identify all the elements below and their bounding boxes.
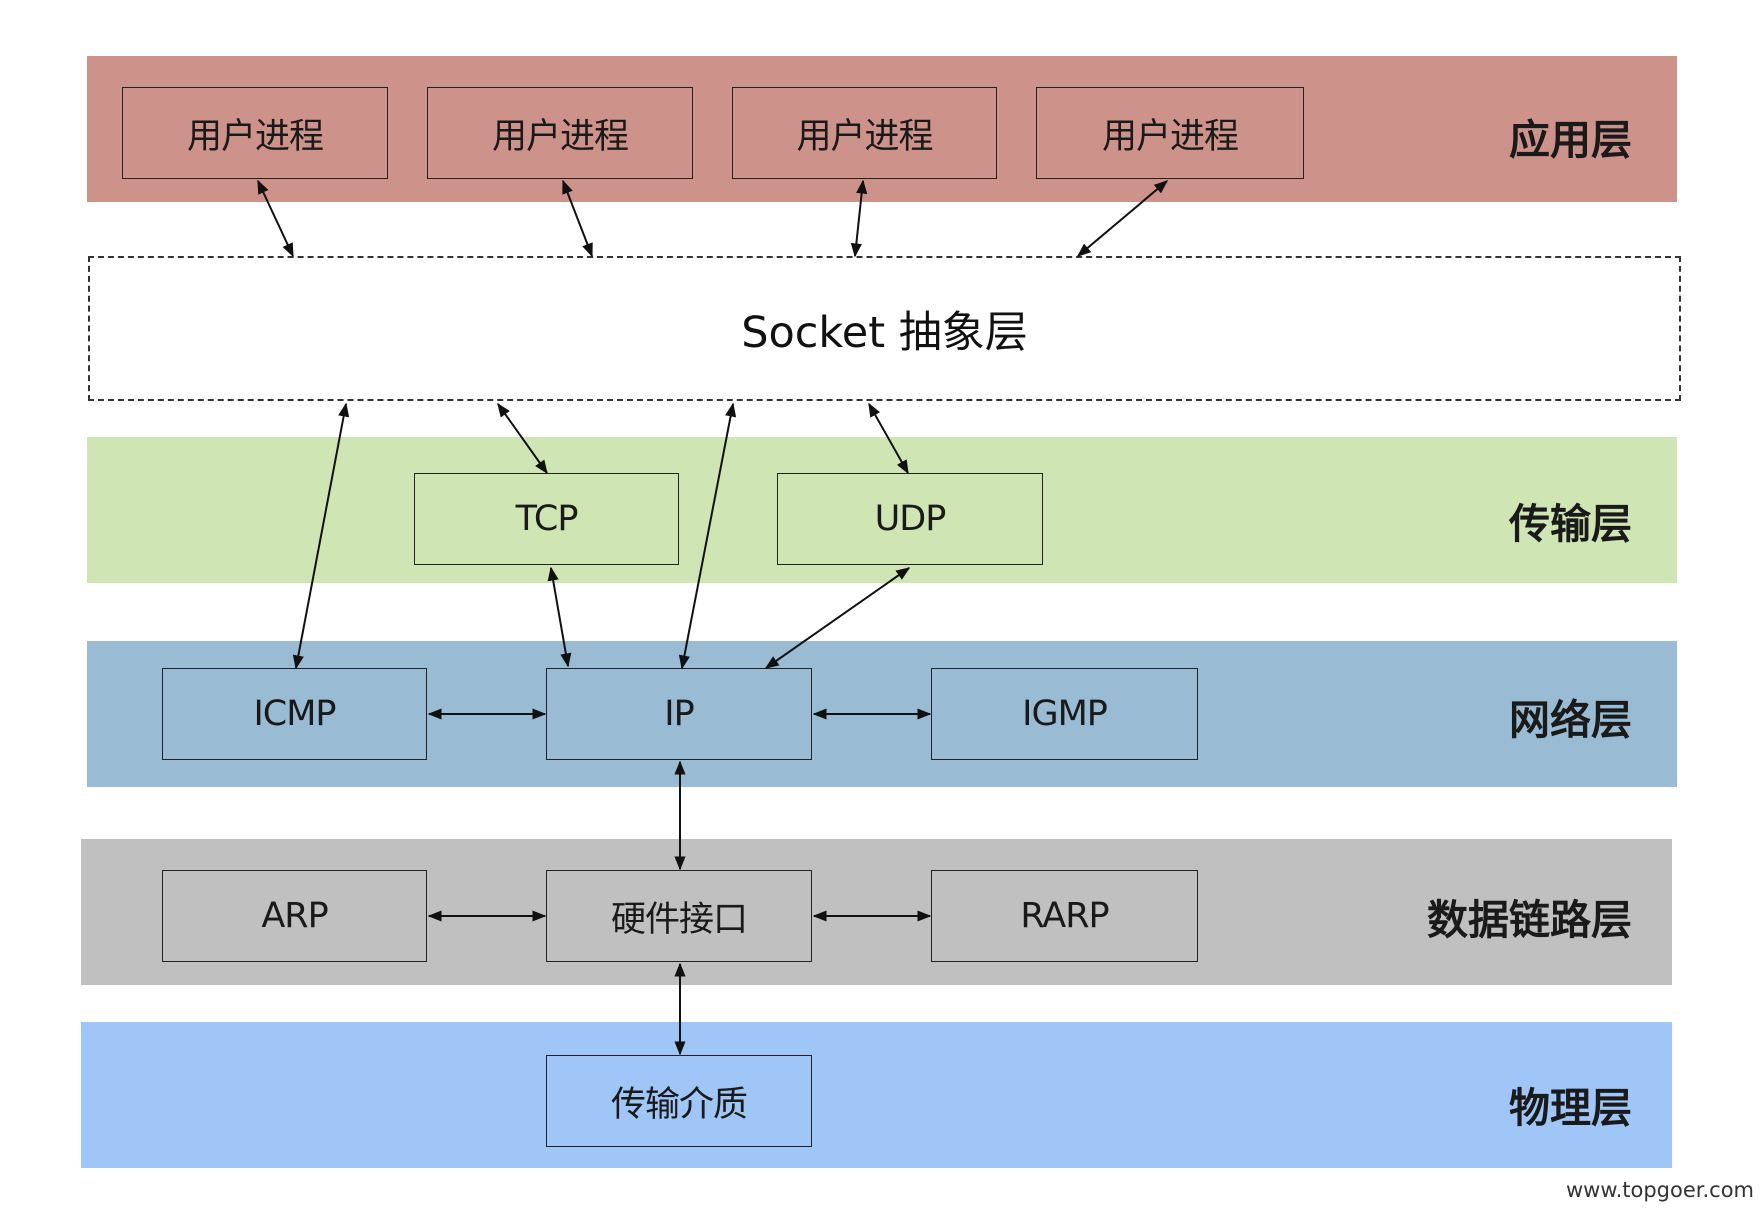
socket-layer-box: Socket 抽象层 [88, 256, 1681, 401]
watermark-text: www.topgoer.com [1565, 1178, 1754, 1202]
application-layer-band [87, 56, 1677, 202]
user-process-box-4: 用户进程 [1036, 87, 1304, 179]
physical-layer-band [81, 1022, 1672, 1168]
arrow-socket-tcp [497, 402, 548, 475]
arp-box: ARP [162, 870, 427, 962]
transport-layer-label: 传输层 [1509, 500, 1632, 548]
transmission-medium-box: 传输介质 [546, 1055, 812, 1147]
datalink-layer-label: 数据链路层 [1427, 896, 1632, 944]
application-layer-label: 应用层 [1509, 116, 1632, 164]
udp-box: UDP [777, 473, 1043, 565]
arrow-process4-socket [1076, 180, 1169, 257]
arrow-socket-ip [678, 402, 737, 670]
physical-layer-label: 物理层 [1509, 1084, 1632, 1132]
network-layer-label: 网络层 [1509, 696, 1632, 744]
arrow-socket-udp [868, 402, 909, 475]
user-process-box-3: 用户进程 [732, 87, 997, 179]
rarp-box: RARP [931, 870, 1198, 962]
arrow-process3-socket [850, 179, 868, 258]
arrow-tcp-ip [547, 566, 572, 668]
arrow-process1-socket [257, 179, 294, 258]
arrow-process2-socket [562, 179, 593, 258]
arrow-udp-ip [764, 567, 911, 669]
hardware-interface-box: 硬件接口 [546, 870, 812, 962]
user-process-box-1: 用户进程 [122, 87, 388, 179]
igmp-box: IGMP [931, 668, 1198, 760]
arrow-socket-icmp [292, 402, 350, 670]
user-process-box-2: 用户进程 [427, 87, 693, 179]
